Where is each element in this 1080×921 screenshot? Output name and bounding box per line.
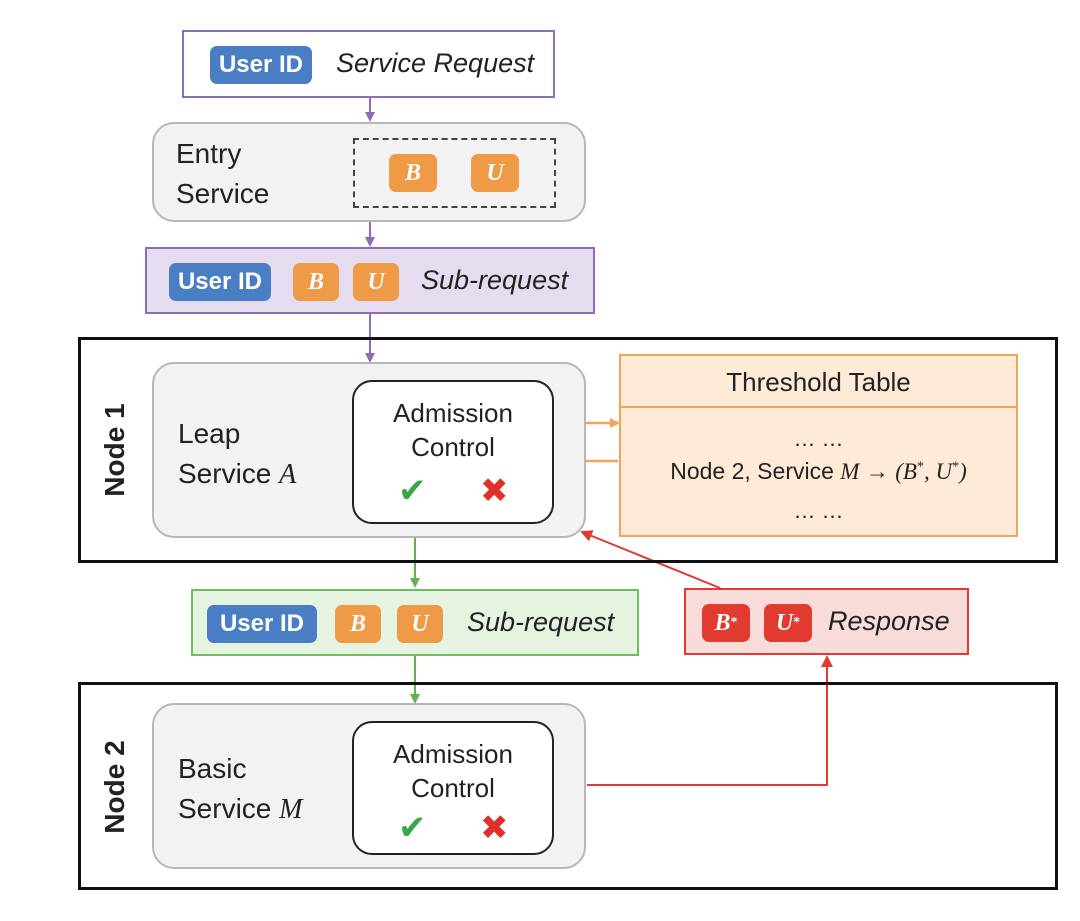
threshold-row-mid: Node 2, Service M → (B*, U*) <box>670 458 967 484</box>
admission-line1: Admission <box>393 739 513 769</box>
basic-service-line1: Basic <box>178 753 247 784</box>
threshold-row-bottom: … … <box>793 498 844 523</box>
node-1-label: Node 1 <box>99 403 130 497</box>
token-u-star: U* <box>764 604 812 642</box>
token-u: U <box>353 263 399 301</box>
entry-service-line1: Entry <box>176 138 242 169</box>
sub-request-2-box: User ID B U Sub-request <box>191 589 639 656</box>
user-id-badge: User ID <box>207 605 317 643</box>
admission-line2: Control <box>411 432 495 462</box>
entry-service-box: Entry Service B U <box>152 122 586 222</box>
admission-control-box: Admission Control ✔ ✖ <box>352 721 554 855</box>
threshold-table: Threshold Table … … Node 2, Service M → … <box>619 354 1018 537</box>
response-box: B* U* Response <box>684 588 969 655</box>
token-b: B <box>389 154 437 192</box>
leap-service-box: Leap Service A Admission Control ✔ ✖ <box>152 362 586 538</box>
check-icon: ✔ <box>398 472 427 510</box>
admission-line2: Control <box>411 773 495 803</box>
token-b: B <box>293 263 339 301</box>
token-b-star: B* <box>702 604 750 642</box>
entry-service-line2: Service <box>176 178 270 209</box>
node-2-frame: Node 2 <box>78 682 1058 890</box>
service-request-box: User ID Service Request <box>182 30 555 98</box>
service-request-label: Service Request <box>336 48 535 78</box>
user-id-badge: User ID <box>169 263 271 301</box>
sub-request-label: Sub-request <box>467 607 615 637</box>
cross-icon: ✖ <box>480 809 509 847</box>
arrow-basic-to-response <box>587 655 833 786</box>
check-icon: ✔ <box>398 809 427 847</box>
admission-line1: Admission <box>393 398 513 428</box>
sub-request-1-box: User ID B U Sub-request <box>145 247 595 314</box>
token-u: U <box>471 154 519 192</box>
leap-service-line2: Service A <box>178 458 297 490</box>
response-label: Response <box>828 606 950 636</box>
token-container: B U <box>353 138 556 208</box>
leap-service-line1: Leap <box>178 418 241 449</box>
user-id-badge: User ID <box>210 46 312 84</box>
basic-service-box: Basic Service M Admission Control ✔ ✖ <box>152 703 586 869</box>
token-u: U <box>397 605 443 643</box>
node-2-label: Node 2 <box>99 740 130 834</box>
token-b: B <box>335 605 381 643</box>
threshold-table-title: Threshold Table <box>621 356 1016 408</box>
sub-request-label: Sub-request <box>421 265 569 295</box>
threshold-row-top: … … <box>793 426 844 451</box>
basic-service-line2: Service M <box>178 793 303 825</box>
cross-icon: ✖ <box>480 472 509 510</box>
node-1-frame: Node 1 <box>78 337 1058 563</box>
admission-control-box: Admission Control ✔ ✖ <box>352 380 554 524</box>
